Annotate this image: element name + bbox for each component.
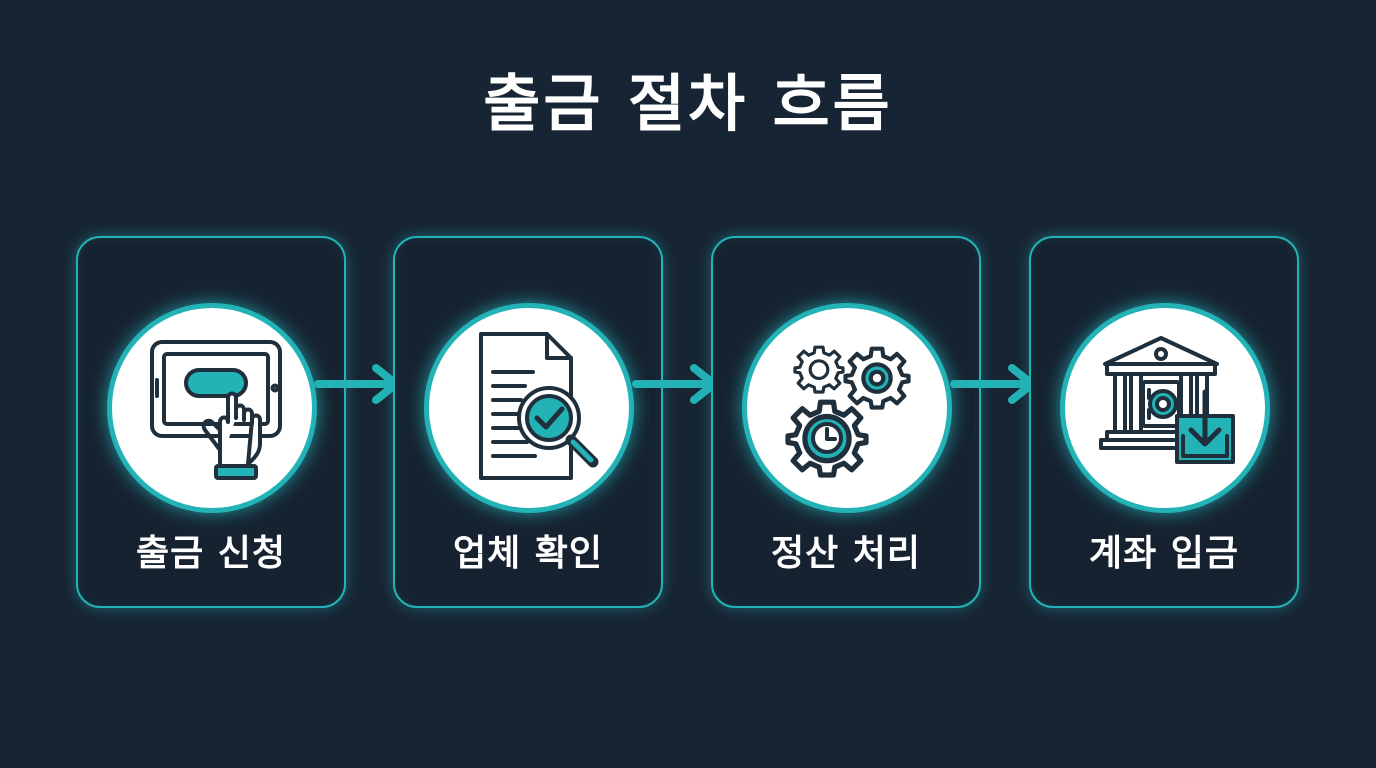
bank-deposit-icon xyxy=(1099,336,1235,464)
step-label-4: 계좌 입금 xyxy=(1088,533,1239,574)
step-icon-circle-2 xyxy=(424,303,634,513)
step-card-3: 정산 처리 xyxy=(711,236,981,608)
step-label-1: 출금 신청 xyxy=(135,533,286,574)
step-icon-circle-4 xyxy=(1060,303,1270,513)
step-card-2: 업체 확인 xyxy=(393,236,663,608)
step-card-1: 출금 신청 xyxy=(76,236,346,608)
document-magnifier-check-icon xyxy=(479,332,599,480)
step-card-4: 계좌 입금 xyxy=(1029,236,1299,608)
step-icon-circle-1 xyxy=(107,303,317,513)
step-label-3: 정산 처리 xyxy=(770,533,921,574)
step-label-2: 업체 확인 xyxy=(452,533,603,574)
gears-clock-icon xyxy=(747,345,947,508)
step-icon-circle-3 xyxy=(742,303,952,513)
diagram-title: 출금 절차 흐름 xyxy=(483,67,893,140)
tablet-tap-icon xyxy=(150,340,282,480)
